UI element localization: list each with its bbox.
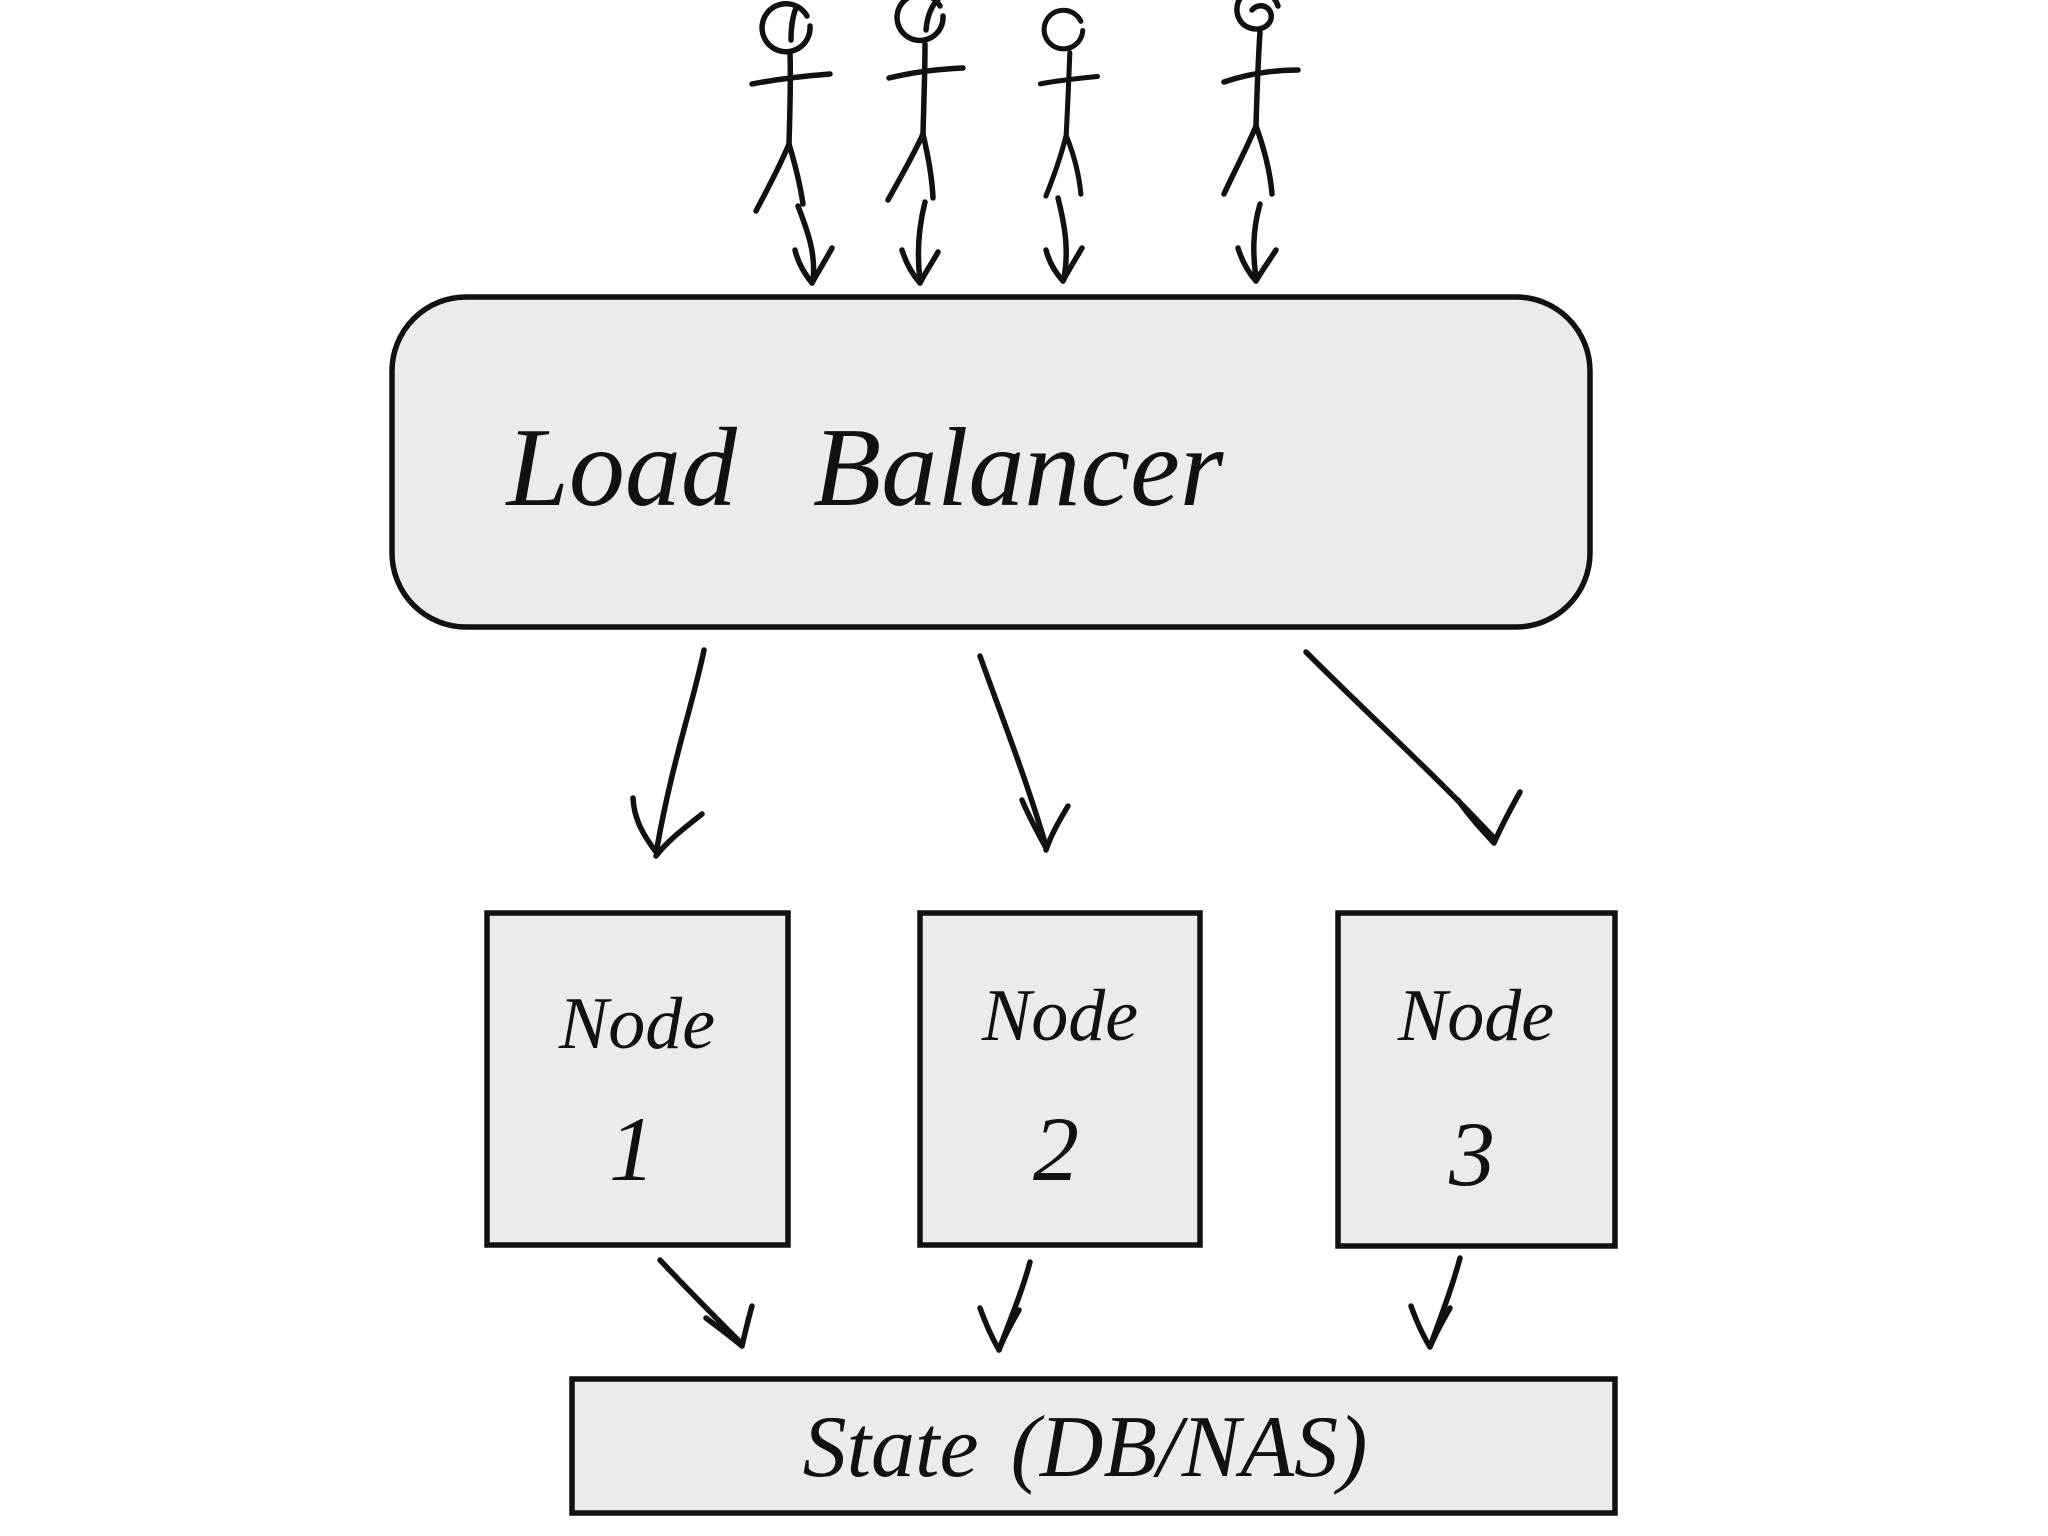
user-figure-icon [1037, 7, 1100, 199]
user-figure-icon [749, 1, 833, 214]
node-2-box [917, 910, 1203, 1248]
lb-to-node-arrows-group [630, 647, 1523, 859]
user-request-arrow [1043, 195, 1085, 284]
state-box [569, 1376, 1618, 1516]
node-1: Node 1 [484, 910, 791, 1248]
state-label: State (DB/NAS) [803, 1399, 1368, 1496]
user-request-arrows-group [792, 195, 1279, 286]
users-group [749, 0, 1301, 214]
node-3-number: 3 [1448, 1103, 1495, 1205]
node-3-label: Node [1397, 975, 1554, 1057]
load-balancer-box [389, 294, 1593, 630]
node-3-box [1335, 910, 1618, 1249]
user-request-arrow [899, 199, 941, 286]
lb-to-node-arrow [630, 647, 707, 859]
user-figure-icon [885, 0, 966, 203]
node-1-number: 1 [609, 1098, 655, 1200]
node-2: Node 2 [917, 910, 1203, 1248]
user-request-arrow [1235, 201, 1279, 284]
node-to-state-arrows-group [657, 1255, 1463, 1353]
load-balancer-label: Load Balancer [505, 406, 1224, 530]
node-to-state-arrow [657, 1257, 755, 1349]
node-to-state-arrow [977, 1259, 1033, 1353]
node-3: Node 3 [1335, 910, 1618, 1249]
node-1-box [484, 910, 791, 1248]
node-2-number: 2 [1033, 1098, 1079, 1200]
user-request-arrow [792, 203, 835, 286]
lb-to-node-arrow [977, 653, 1071, 853]
node-to-state-arrow [1408, 1255, 1463, 1350]
lb-to-node-arrow [1303, 649, 1523, 846]
user-figure-icon [1221, 0, 1301, 197]
node-1-label: Node [558, 983, 715, 1065]
node-2-label: Node [981, 975, 1138, 1057]
